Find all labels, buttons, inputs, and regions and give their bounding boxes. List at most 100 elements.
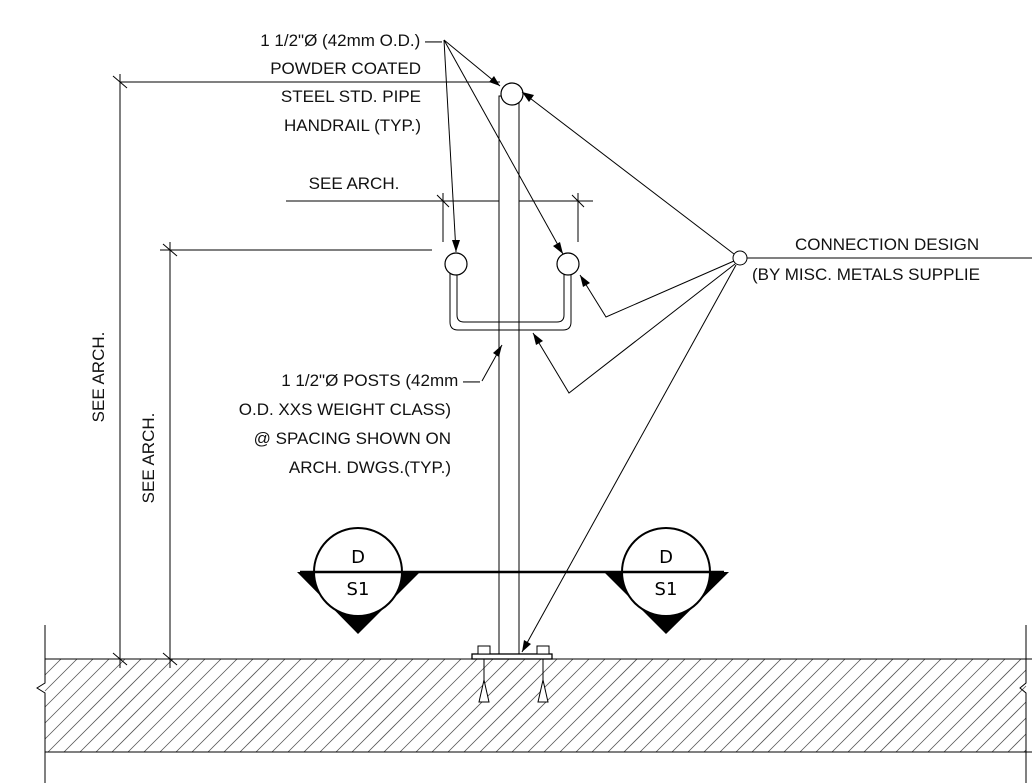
- hatch-line: [511, 658, 606, 753]
- handrail-label-line-2: POWDER COATED: [270, 59, 421, 78]
- hatch-line: [975, 701, 1027, 753]
- hatch-line: [847, 658, 942, 753]
- hatch-line: [95, 658, 190, 753]
- handrail-label-line-3: STEEL STD. PIPE: [281, 87, 421, 106]
- hatch-line: [111, 658, 206, 753]
- posts-label-line-2: O.D. XXS WEIGHT CLASS): [239, 400, 451, 419]
- left-anchor-bolt: [477, 645, 491, 703]
- dimension-lines: SEE ARCH. SEE ARCH.: [89, 74, 500, 668]
- bracket-inner: [456, 273, 565, 323]
- section-tag-right: D S1: [604, 527, 729, 634]
- connection-leader-bracket: [579, 260, 735, 318]
- connection-callout-circle: [732, 250, 748, 266]
- hatch-line: [399, 658, 494, 753]
- hatch-line: [447, 658, 542, 753]
- hatch-line: [303, 658, 398, 753]
- connection-label-line-1: CONNECTION DESIGN: [795, 235, 979, 254]
- hatch-line: [367, 658, 462, 753]
- bracket-outer: [449, 273, 572, 331]
- callout-labels: 1 1/2"Ø (42mm O.D.) — POWDER COATED STEE…: [239, 31, 980, 477]
- hatch-line: [703, 658, 798, 753]
- section-tag-left-bottom: S1: [347, 579, 370, 600]
- hatch-line: [879, 658, 974, 753]
- hatch-line: [44, 658, 110, 724]
- hatch-line: [287, 658, 382, 753]
- section-tag-left: D S1: [297, 527, 420, 634]
- see-arch-top-label: SEE ARCH.: [309, 174, 400, 193]
- handrail-leader-1: [443, 39, 501, 87]
- hatch-line: [783, 658, 878, 753]
- hatch-line: [143, 658, 238, 753]
- hatch-line: [831, 658, 926, 753]
- connection-label-line-2: (BY MISC. METALS SUPPLIE: [752, 265, 980, 284]
- hatch-line: [751, 658, 846, 753]
- top-handrail-pipe: [500, 82, 524, 106]
- hatch-line: [863, 658, 958, 753]
- handrail-leader-2: [443, 39, 457, 253]
- vertical-post: [498, 95, 520, 659]
- handrail-label-line-1: 1 1/2"Ø (42mm O.D.) —: [260, 31, 442, 50]
- handrail-leader-3: [443, 39, 564, 255]
- hatch-line: [719, 658, 814, 753]
- hatch-line: [543, 658, 638, 753]
- hatch-line: [44, 658, 62, 676]
- hatch-line: [47, 658, 142, 753]
- hatch-line: [44, 658, 78, 692]
- hatch-line: [671, 658, 766, 753]
- hatch-line: [895, 658, 990, 753]
- hatch-line: [527, 658, 622, 753]
- see-arch-outer-label: SEE ARCH.: [89, 332, 108, 423]
- leader-lines: [443, 39, 1032, 653]
- hatch-line: [271, 658, 366, 753]
- hatch-line: [239, 658, 334, 753]
- section-cut: D S1 D S1: [297, 527, 729, 634]
- hatch-line: [415, 658, 510, 753]
- section-tag-right-bottom: S1: [655, 579, 678, 600]
- left-wall-rail-pipe: [444, 252, 468, 276]
- rail-spacing-dimension: SEE ARCH.: [286, 174, 593, 242]
- handrail-label-line-4: HANDRAIL (TYP.): [284, 116, 421, 135]
- hatch-line: [79, 658, 174, 753]
- slab-hatching: [44, 658, 1027, 753]
- right-anchor-bolt: [536, 645, 550, 703]
- hatch-line: [207, 658, 302, 753]
- hatch-line: [1007, 733, 1027, 753]
- section-tag-left-top: D: [351, 547, 365, 568]
- hatch-line: [815, 658, 910, 753]
- hatch-line: [351, 658, 446, 753]
- hatch-line: [335, 658, 430, 753]
- connection-leader-base: [521, 264, 737, 653]
- rail-spacing-tick-right: [571, 194, 585, 208]
- hatch-line: [319, 658, 414, 753]
- hatch-line: [575, 658, 670, 753]
- hatch-line: [655, 658, 750, 753]
- hatch-line: [159, 658, 254, 753]
- hatch-line: [687, 658, 782, 753]
- hatch-line: [191, 658, 286, 753]
- inner-dim-tick-top: [162, 243, 178, 257]
- hatch-line: [383, 658, 478, 753]
- see-arch-inner-label: SEE ARCH.: [139, 413, 158, 504]
- hatch-line: [767, 658, 862, 753]
- hatch-line: [559, 658, 654, 753]
- posts-label-line-3: @ SPACING SHOWN ON: [254, 429, 451, 448]
- hatch-line: [255, 658, 350, 753]
- hatch-line: [911, 658, 1006, 753]
- posts-label-line-4: ARCH. DWGS.(TYP.): [289, 458, 451, 477]
- section-tag-right-top: D: [659, 547, 673, 568]
- concrete-slab: [36, 625, 1032, 783]
- outer-dim-tick-bottom: [112, 652, 128, 666]
- hatch-line: [479, 658, 574, 753]
- right-wall-rail-pipe: [556, 252, 580, 276]
- handrail-assembly: [444, 82, 580, 703]
- hatch-line: [623, 658, 718, 753]
- inner-dim-tick-bottom: [162, 652, 178, 666]
- rail-spacing-tick-left: [436, 194, 450, 208]
- connection-leader-top: [521, 91, 735, 255]
- hatch-line: [495, 658, 590, 753]
- hatch-line: [591, 658, 686, 753]
- base-plate: [471, 653, 553, 660]
- hatch-line: [639, 658, 734, 753]
- hatch-line: [44, 658, 126, 740]
- outer-dim-tick-top: [112, 75, 128, 89]
